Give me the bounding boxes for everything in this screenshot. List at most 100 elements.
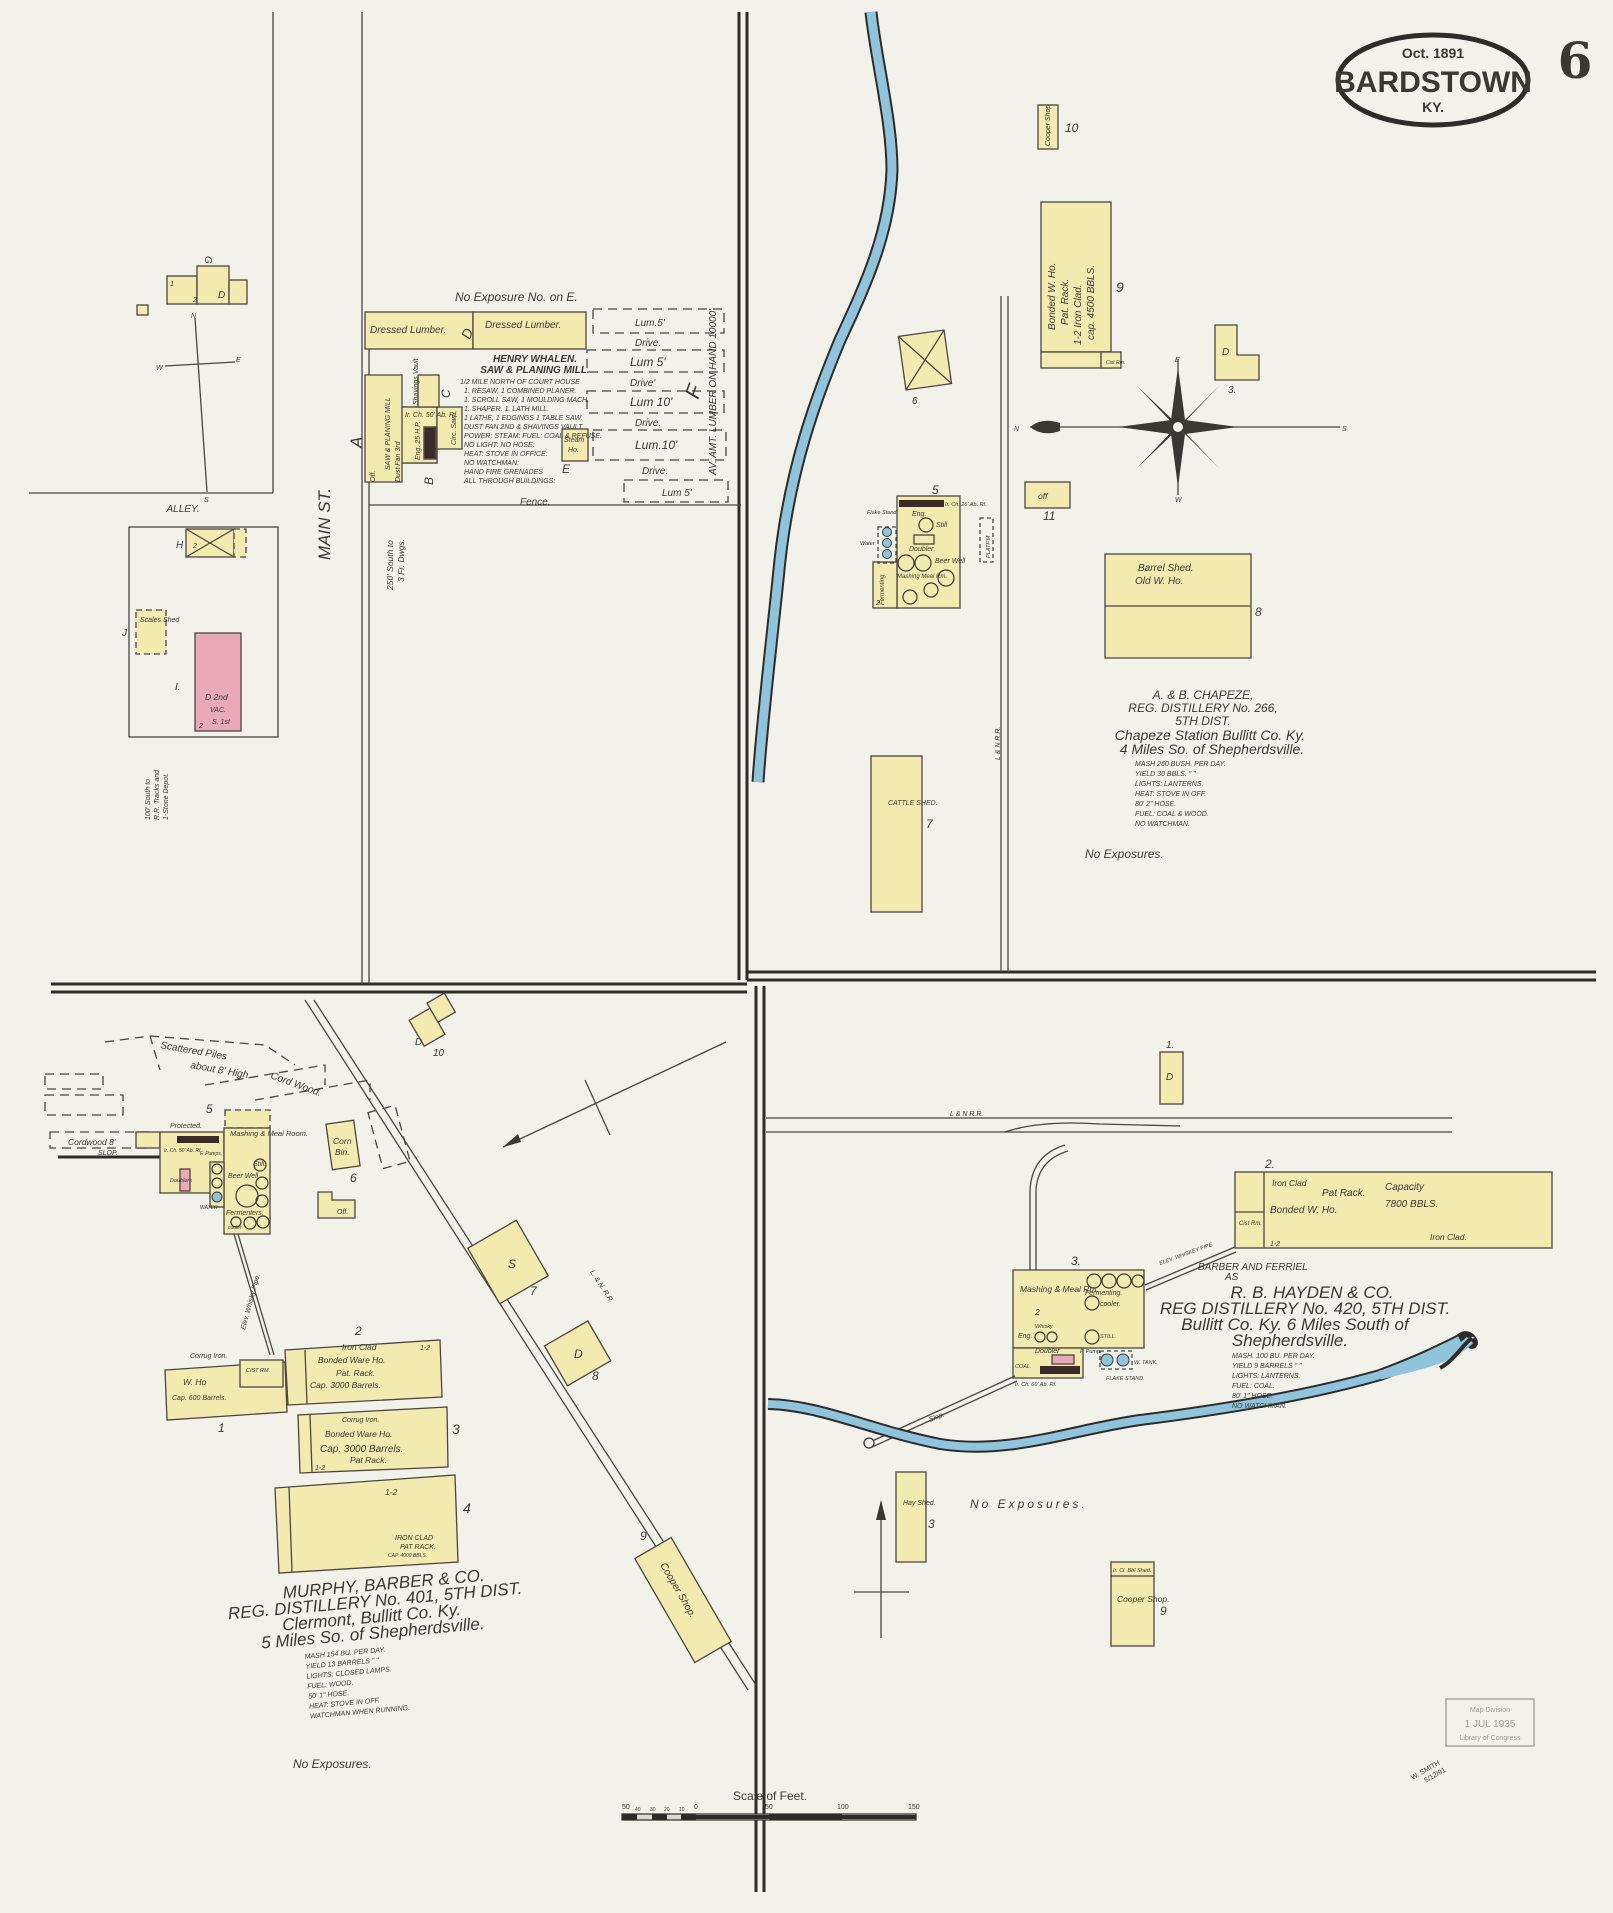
map-label: HEAT: STOVE IN OFFICE: — [464, 451, 548, 458]
map-label: N — [1014, 426, 1020, 433]
chapeze-distillery: L & N R.R. Cooper Shop 10 Bonded W. Ho. … — [751, 11, 1347, 972]
map-label: 5 — [932, 483, 939, 497]
map-label: 1. SCROLL SAW, 1 MOULDING MACH. — [464, 397, 589, 404]
map-label: 8 — [592, 1369, 599, 1383]
map-label: cap. 4500 BBLS. — [1086, 265, 1097, 340]
map-label: YIELD 30 BBLS. " " — [1135, 771, 1196, 778]
map-label: Whisky — [1035, 1324, 1054, 1330]
map-label: Cap. 600 Barrels. — [172, 1395, 227, 1402]
map-label: SAW & PLANING MILL — [385, 397, 392, 470]
map-label: Drive. — [642, 466, 668, 477]
map-label: NO WATCHMAN: — [464, 460, 519, 467]
map-label: HENRY WHALEN. — [493, 354, 577, 365]
map-label: COAL. — [1015, 1364, 1032, 1370]
map-label: 10 — [433, 1048, 445, 1059]
map-label: Steam — [564, 437, 584, 444]
map-label: Scales Shed — [140, 617, 180, 624]
map-label: 1-Stone Depot. — [163, 773, 170, 820]
map-label: AV. AMT. LUMBER ON HAND 10000' — [708, 308, 719, 476]
map-label: Cooper Shop. — [1117, 1594, 1169, 1604]
map-label: NO WATCHMAN. — [1135, 821, 1190, 828]
map-label: Lum 5' — [662, 488, 693, 499]
map-label: 2 — [192, 543, 197, 550]
map-label: FUEL: COAL & WOOD. — [1135, 811, 1209, 818]
map-label: NO WATCHMAN. — [1232, 1403, 1287, 1410]
river-north — [751, 11, 899, 783]
map-label: FLAKE STAND. — [1106, 1376, 1145, 1382]
map-label: 1 LATHE, 1 EDGINGS 1 TABLE SAW. — [464, 415, 583, 422]
map-label: 1-2 — [315, 1465, 325, 1472]
map-label: off — [1038, 491, 1049, 501]
map-label: 40 — [635, 1807, 641, 1813]
map-label: Ir. Ch. 26' Ab. Rf. — [945, 502, 987, 508]
map-label: 2 — [198, 723, 203, 730]
map-label: Iron Clad. — [1430, 1232, 1467, 1242]
map-label: NO LIGHT: NO HOSE: — [464, 442, 535, 449]
map-label: S — [204, 497, 209, 504]
map-label: Cap. 3000 Barrels. — [320, 1444, 403, 1455]
map-label: Pat. Rack. — [336, 1368, 375, 1378]
map-label: Fermenting. — [1085, 1290, 1122, 1297]
map-label: I. — [175, 682, 181, 693]
map-label: DUST FAN 2ND & SHAVINGS VAULT. — [464, 424, 584, 431]
map-label: Ir. Ch. 50' Ab. Rf. — [164, 1148, 202, 1154]
map-label: 50 — [622, 1804, 630, 1811]
map-label: R. B. HAYDEN & CO. — [1230, 1283, 1393, 1302]
map-label: 1 — [170, 281, 174, 288]
map-label: R.R. Tracks and — [154, 769, 161, 820]
murphy-title-block: MURPHY, BARBER & CO. REG. DISTILLERY No.… — [227, 1566, 523, 1721]
map-label: PAT RACK. — [400, 1544, 436, 1551]
map-label: Mashing & Meal Rm. — [1020, 1284, 1099, 1294]
map-label: G — [202, 256, 213, 264]
map-label: 9 — [640, 1529, 647, 1543]
warehouse-4: 1-2 IRON CLAD PAT RACK. CAP. 4000 BBLS. … — [274, 1474, 471, 1574]
map-label: 250' South to — [385, 540, 395, 591]
map-label: 10 — [1065, 121, 1079, 135]
map-label: S. 1st — [212, 719, 231, 726]
map-label: Shepherdsville. — [1232, 1331, 1348, 1350]
map-label: 6 — [912, 396, 918, 407]
map-label: Bin. — [335, 1147, 350, 1157]
hayden-title-block: BARBER AND FERRIEL AS R. B. HAYDEN & CO.… — [1160, 1262, 1450, 1410]
map-label: REG DISTILLERY No. 420, 5TH DIST. — [1160, 1299, 1450, 1318]
still-house-murphy: Ir. Ch. 50' Ab. Rf. F. Pumps. Doublers W… — [135, 1109, 308, 1235]
map-label: 4 Miles So. of Shepherdsville. — [1120, 741, 1304, 757]
map-label: Barrel Shed. — [1138, 563, 1194, 574]
street-grid — [51, 12, 1596, 1892]
map-label: Dressed Lumber. — [485, 320, 561, 331]
map-label: Cap. 3000 Barrels. — [310, 1380, 381, 1390]
map-label: E — [562, 462, 571, 476]
map-label: 5 — [206, 1102, 213, 1116]
building-h: H 2 — [176, 528, 247, 558]
map-label: D — [415, 1037, 422, 1048]
map-label: Still. — [253, 1161, 266, 1168]
map-label: Slop. — [928, 1411, 945, 1423]
map-label: J — [121, 628, 128, 639]
map-label: Corn — [333, 1136, 352, 1146]
title-cartouche: Oct. 1891 BARDSTOWN KY. — [1334, 32, 1532, 128]
map-label: CIST RM. — [246, 1368, 270, 1374]
map-label: 50' 1" HOSE. — [308, 1690, 350, 1701]
map-label: Ho. — [568, 447, 579, 454]
map-label: 3 Fr. Dwgs. — [396, 539, 406, 582]
map-label: Cord Wood. — [269, 1070, 323, 1099]
map-label: Old W. Ho. — [1135, 576, 1184, 587]
map-label: Bonded W. Ho. — [1270, 1205, 1337, 1216]
map-label: Drive. — [635, 418, 661, 429]
map-label: Hay Shed. — [903, 1500, 936, 1507]
map-label: Bonded Ware Ho. — [318, 1355, 385, 1365]
cooper-shop-9 — [633, 1536, 733, 1664]
map-label: Off. — [337, 1209, 348, 1216]
map-label: CATTLE SHED. — [888, 800, 938, 807]
hayden-distillery: L & N R.R. D 1. 2. Iron Clad Pat Rack. C… — [766, 1040, 1553, 1647]
murphy-barber-distillery: L. & N. R.R. D 10 Scattered Piles about … — [44, 992, 757, 1771]
map-label: Lum.10' — [635, 438, 678, 452]
warehouse-3: Corrug Iron. Bonded Ware Ho. Cap. 3000 B… — [297, 1406, 460, 1474]
alley-label: ALLEY. — [166, 504, 200, 515]
map-label: 1. — [1166, 1040, 1174, 1051]
map-label: 2 — [192, 297, 197, 304]
map-label: Bonded Ware Ho. — [325, 1429, 392, 1439]
map-label: Still — [936, 522, 948, 529]
map-label: 3 — [928, 1517, 935, 1531]
map-label: Doublers — [170, 1178, 192, 1184]
